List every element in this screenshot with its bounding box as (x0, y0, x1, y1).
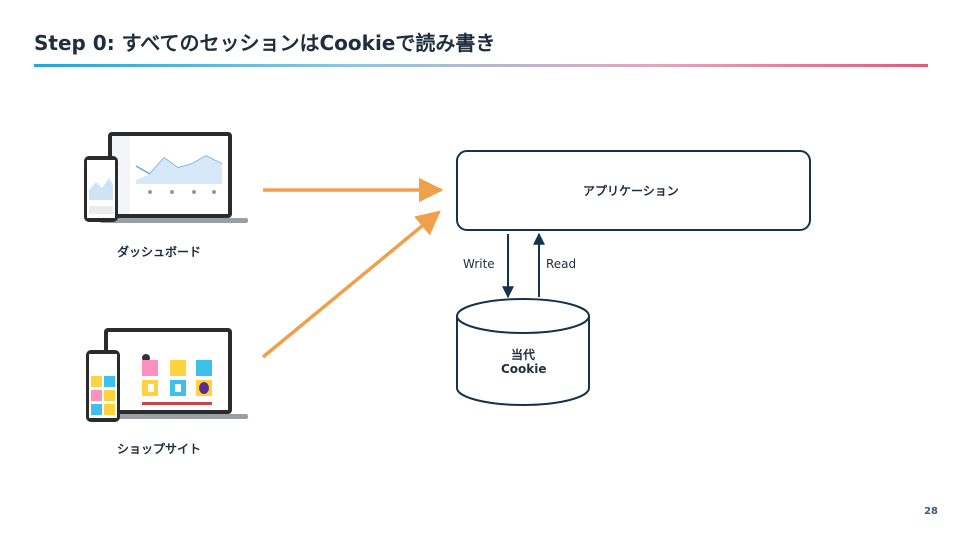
shop-label: ショップサイト (117, 442, 202, 456)
page-number: 28 (924, 506, 938, 517)
laptop-icon (100, 132, 248, 223)
shop-devices-image (86, 328, 248, 422)
dashboard-devices-image (84, 132, 248, 223)
application-box (456, 150, 811, 231)
storage-label-line2: Cookie (501, 362, 547, 376)
title-underline (34, 64, 928, 67)
phone-icon (86, 350, 120, 422)
cookie-storage-cylinder (456, 298, 590, 406)
dashboard-label: ダッシュボード (117, 245, 202, 259)
page-title: Step 0: すべてのセッションはCookieで読み書き (34, 31, 496, 55)
storage-label-line1: 当代 (511, 348, 536, 362)
laptop-icon (96, 328, 248, 419)
write-label: Write (463, 257, 495, 271)
application-label: アプリケーション (583, 184, 679, 198)
shop-to-app-arrow (261, 210, 441, 359)
phone-icon (84, 156, 118, 222)
read-label: Read (546, 257, 577, 271)
